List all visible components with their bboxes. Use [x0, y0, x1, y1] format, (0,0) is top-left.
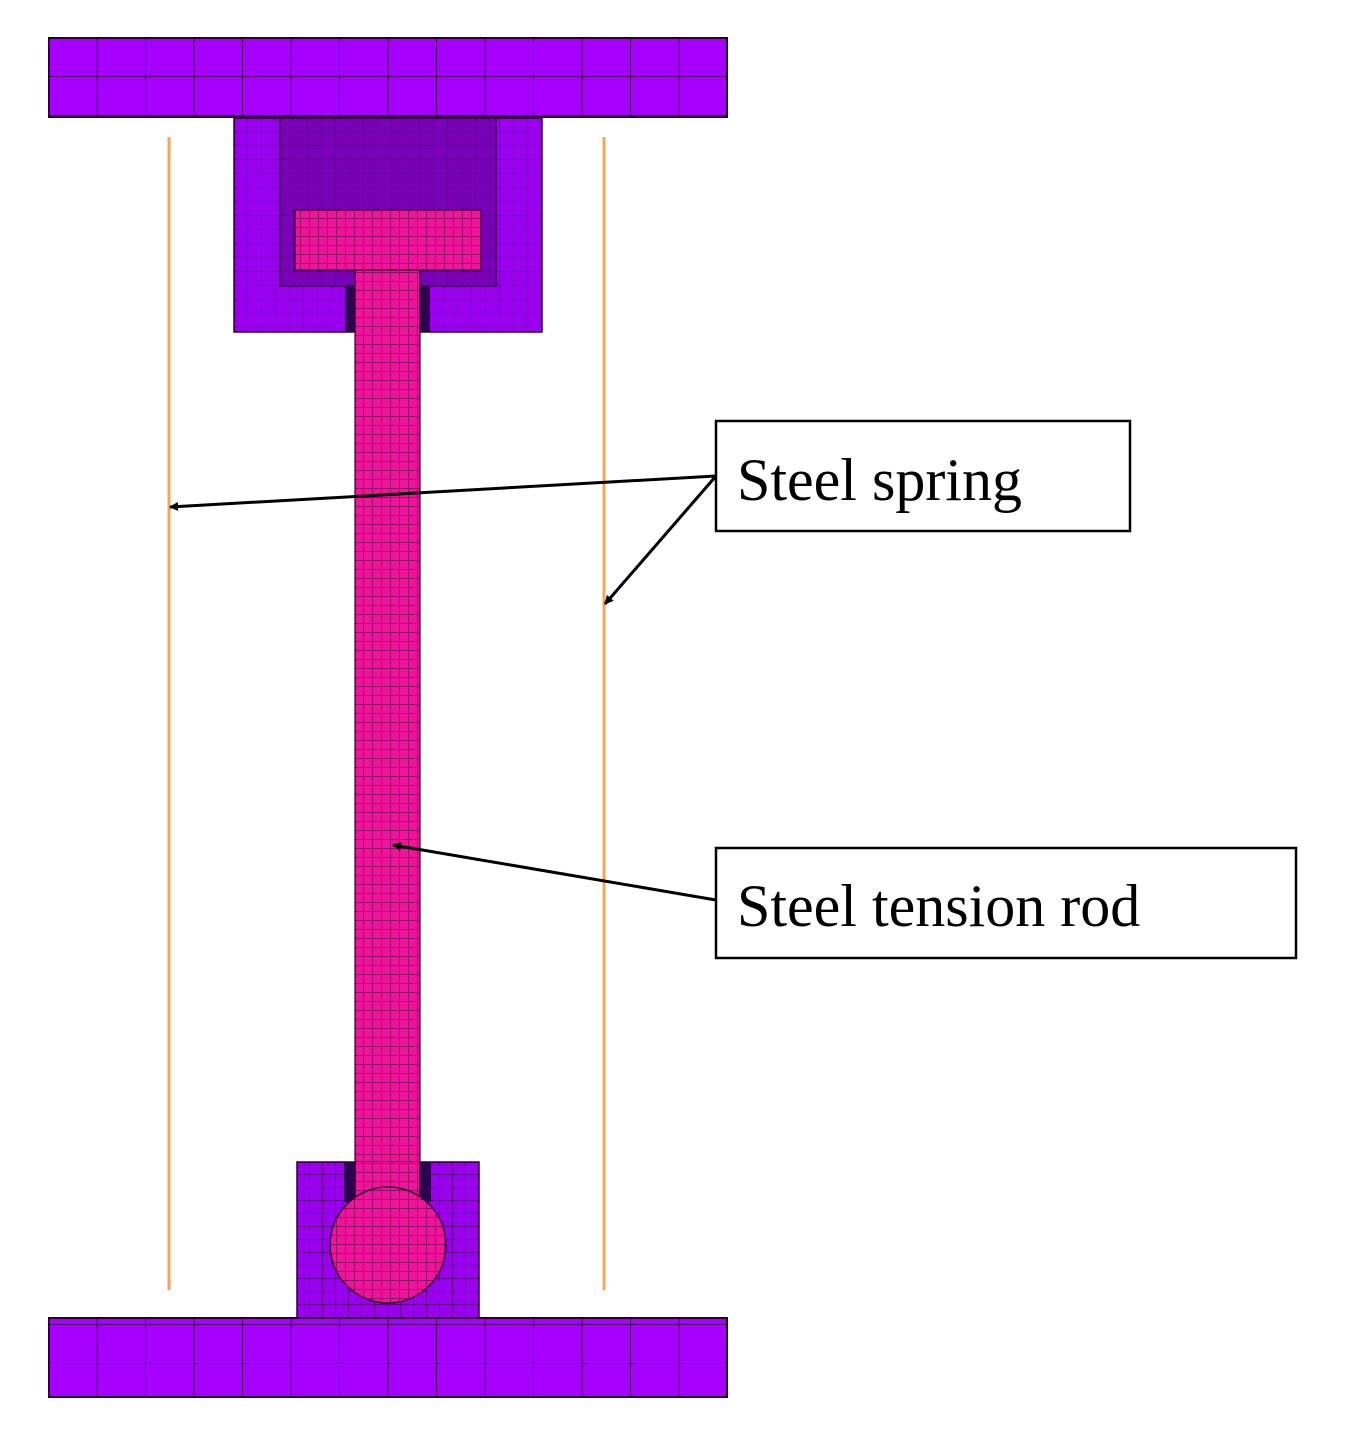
rod-callout: Steel tension rod	[392, 841, 1298, 960]
rod-label: Steel tension rod	[737, 873, 1140, 939]
bottom-plate	[48, 1317, 728, 1398]
rod-label-box	[714, 846, 1298, 960]
spring-label: Steel spring	[737, 447, 1022, 513]
spring-arrow-left	[169, 474, 717, 512]
socket-gap-right	[419, 1162, 431, 1202]
holder-gap-right	[419, 286, 430, 332]
rod-ball-end	[329, 1186, 447, 1304]
rod-arrow	[392, 841, 717, 902]
tension-rod	[294, 209, 482, 1201]
bottom-socket-block	[296, 1161, 480, 1319]
top-plate	[48, 37, 728, 118]
rod-shaft	[354, 269, 421, 1201]
holder-gap-left	[345, 286, 356, 332]
spring-arrow-right	[603, 475, 718, 605]
socket-gap-left	[344, 1162, 356, 1202]
rod-head	[294, 209, 482, 271]
spring-callout: Steel spring	[169, 419, 1132, 605]
